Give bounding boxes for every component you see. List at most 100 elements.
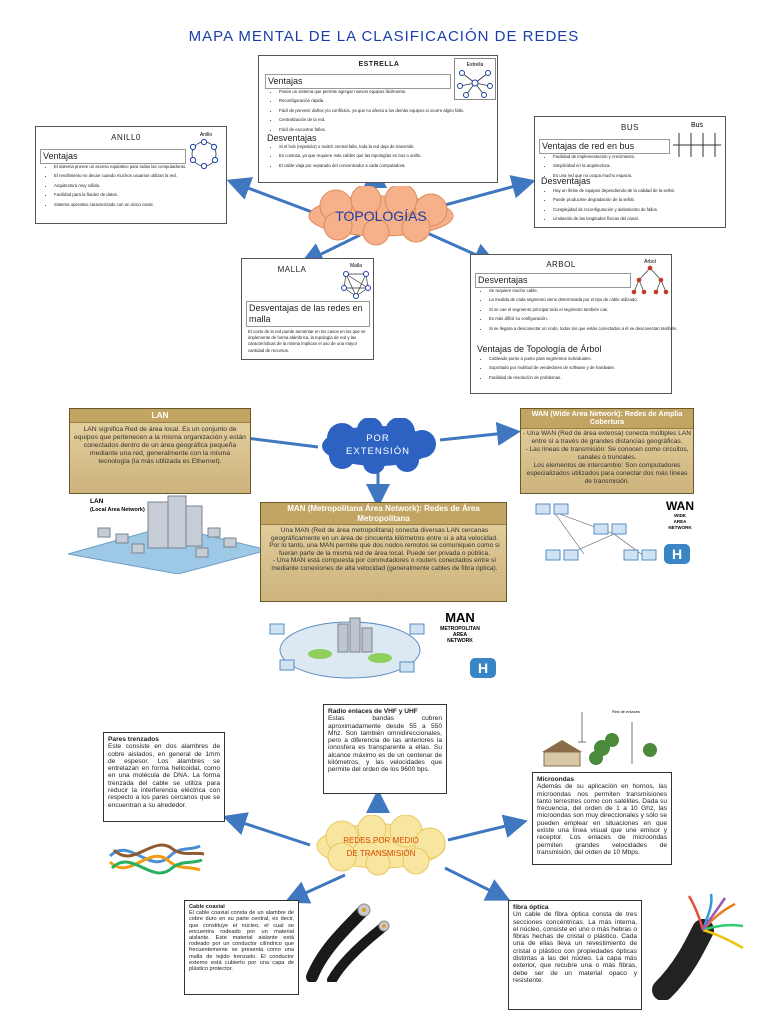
topologias-label: TOPOLOGÍAS <box>335 208 427 224</box>
anillo-box: ANILL0 Anillo Ventajas El sistema provee… <box>35 126 227 224</box>
coaxial-cable-image <box>306 903 390 982</box>
estrella-ventajas-item: Centralización de la red. <box>279 117 504 122</box>
wan-illustration: WAN WIDE AREA NETWORK H <box>535 499 694 564</box>
bus-ventajas-list: Facilidad de implementación y crecimient… <box>539 154 733 182</box>
malla-desventajas-heading: Desventajas de las redes en malla <box>246 301 370 327</box>
arbol-desventajas-item: La medida de cada segmento viene determi… <box>489 297 679 302</box>
bus-ventajas-heading: Ventajas de red en bus <box>539 139 670 154</box>
estrella-ventajas-heading: Ventajas <box>265 74 451 89</box>
malla-box: MALLA Malla Desventajas de las redes en … <box>241 258 374 360</box>
estrella-diagram-icon: Estrella <box>454 58 496 100</box>
fiber-optic-image <box>652 893 744 1000</box>
estrella-desventajas-item: Es costosa, ya que requiere más cables q… <box>279 153 504 158</box>
bus-desventajas-item: Limitación de las longitudes físicas del… <box>553 216 733 221</box>
topologias-cloud: TOPOLOGÍAS <box>308 186 454 246</box>
man-text-2: - Una MAN está compuesta por conmutadore… <box>271 557 498 572</box>
svg-text:WIDE: WIDE <box>674 513 686 518</box>
fibra-text: Un cable de fibra óptica consta de tres … <box>513 911 637 984</box>
anillo-diagram-icon: Anillo <box>189 132 219 170</box>
estrella-ventajas-item: Fácil de prevenir daños y/o conflictos, … <box>279 108 504 113</box>
lan-box: LAN LAN significa Red de área local. Es … <box>69 408 251 494</box>
extension-cloud: POR EXTENSIÓN <box>322 418 436 474</box>
medio-cloud: REDES POR MEDIO DE TRANSMISIÓN <box>316 815 446 876</box>
anillo-title: ANILL0 <box>111 133 141 142</box>
arrow-to-anillo <box>226 177 321 217</box>
anillo-ventajas-item: El rendimiento no decae cuando muchos us… <box>54 173 236 178</box>
extension-label-2: EXTENSIÓN <box>346 446 410 457</box>
arbol-desventajas-item: Si se cae el segmento principal todo el … <box>489 307 679 312</box>
bus-title: BUS <box>621 123 639 132</box>
medio-label-1: REDES POR MEDIO <box>343 836 419 845</box>
estrella-desventajas-item: El cable viaja por separado del concentr… <box>279 163 504 168</box>
arrow-to-microondas <box>447 814 528 842</box>
svg-text:(Local Area Network): (Local Area Network) <box>90 507 145 513</box>
svg-text:WAN: WAN <box>666 499 694 513</box>
svg-text:Estrella: Estrella <box>467 62 484 68</box>
arbol-ventajas-item: Cableado punto a punto para segmentos in… <box>489 356 679 361</box>
arbol-diagram-icon: Árbol <box>631 258 669 295</box>
anillo-ventajas-item: Facilidad para la fluidez de datos. <box>54 192 236 197</box>
bus-desventajas-item: Complejidad de reconfiguración y aislami… <box>553 207 733 212</box>
radio-title: Radio enlaces de VHF y UHF <box>328 708 418 715</box>
wan-text-1: - Una WAN (Red de área extensa) conecta … <box>523 429 691 445</box>
microondas-text: Además de su aplicación en hornos, las m… <box>537 783 667 856</box>
estrella-desventajas-heading: Desventajas <box>267 133 317 143</box>
svg-text:NETWORK: NETWORK <box>447 638 473 644</box>
svg-text:Anillo: Anillo <box>200 132 212 138</box>
arbol-desventajas-item: Se requiere mucho cable. <box>489 288 679 293</box>
arbol-desventajas-heading: Desventajas <box>475 273 631 288</box>
svg-text:H: H <box>478 660 488 676</box>
estrella-ventajas-list: Posee un sistema que permite agregar nue… <box>265 89 504 136</box>
bus-desventajas-list: Hay un límite de equipos dependiendo de … <box>539 188 733 226</box>
arrow-to-fibra <box>444 866 511 901</box>
pares-title: Pares trenzados <box>108 736 159 743</box>
svg-text:METROPOLITAN: METROPOLITAN <box>440 626 480 632</box>
arbol-box: ARBOL Árbol Desventajas Se requiere much… <box>470 254 677 394</box>
microwave-illustration: Red de enlaces <box>522 702 672 772</box>
estrella-ventajas-item: Posee un sistema que permite agregar nue… <box>279 89 504 94</box>
pares-text: Este consiste en dos alambres de cobre a… <box>108 743 220 809</box>
arbol-ventajas-heading: Ventajas de Topología de Árbol <box>477 344 602 354</box>
bus-ventajas-item: Facilidad de implementación y crecimient… <box>553 154 733 159</box>
svg-text:NETWORK: NETWORK <box>668 525 692 530</box>
svg-text:MAN: MAN <box>445 610 475 625</box>
arbol-ventajas-list: Cableado punto a punto para segmentos in… <box>475 356 679 384</box>
arrow-to-pares <box>222 812 311 847</box>
arrow-to-malla <box>299 233 361 265</box>
anillo-ventajas-item: El sistema provee un acceso equitativo p… <box>54 164 236 169</box>
man-title: MAN (Metropolitana Área Network): Redes … <box>261 503 506 525</box>
microondas-card: Microondas Además de su aplicación en ho… <box>532 772 672 865</box>
estrella-ventajas-item: Reconfiguración rápida. <box>279 98 504 103</box>
malla-title: MALLA <box>277 265 307 274</box>
man-illustration: MAN METROPOLITAN AREA NETWORK H <box>269 610 496 679</box>
man-text: Una MAN (Red de área metropolitana) cone… <box>269 527 500 557</box>
svg-text:Bus: Bus <box>691 122 704 129</box>
lan-title: LAN <box>70 409 250 423</box>
arbol-title: ARBOL <box>546 260 576 269</box>
wan-text-2: - Las líneas de transmisión: Se conocen … <box>525 446 689 462</box>
arbol-desventajas-list: Se requiere mucho cable. La medida de cad… <box>475 288 679 335</box>
extension-label-1: POR <box>366 433 390 444</box>
anillo-ventajas-list: El sistema provee un acceso equitativo p… <box>40 164 236 211</box>
svg-text:Malla: Malla <box>350 263 362 269</box>
bus-desventajas-item: Hay un límite de equipos dependiendo de … <box>553 188 733 193</box>
anillo-ventajas-heading: Ventajas <box>40 149 186 164</box>
lan-text: LAN significa Red de área local. Es un c… <box>74 426 246 465</box>
wan-box: WAN (Wide Area Network): Redes de Amplia… <box>520 408 694 494</box>
estrella-box: ESTRELLA Estrella Ventajas Posee un sist… <box>258 55 498 183</box>
anillo-ventajas-item: Arquitectura muy sólida. <box>54 183 236 188</box>
bus-desventajas-heading: Desventajas <box>541 176 591 186</box>
lan-illustration: LAN (Local Area Network) <box>68 495 268 574</box>
bus-ventajas-item: Es una red que no ocupa mucho espacio. <box>553 173 733 178</box>
man-box: MAN (Metropolitana Área Network): Redes … <box>260 502 507 602</box>
svg-text:AREA: AREA <box>674 519 688 524</box>
microondas-title: Microondas <box>537 776 575 783</box>
svg-text:AREA: AREA <box>453 632 468 638</box>
anillo-ventajas-item: Sistema operativo caracterizado con un ú… <box>54 202 236 207</box>
arbol-desventajas-item: Es más difícil su configuración. <box>489 316 679 321</box>
coaxial-title: Cable coaxial <box>189 904 225 910</box>
malla-diagram-icon: Malla <box>341 263 371 299</box>
fibra-title: fibra óptica <box>513 904 549 911</box>
